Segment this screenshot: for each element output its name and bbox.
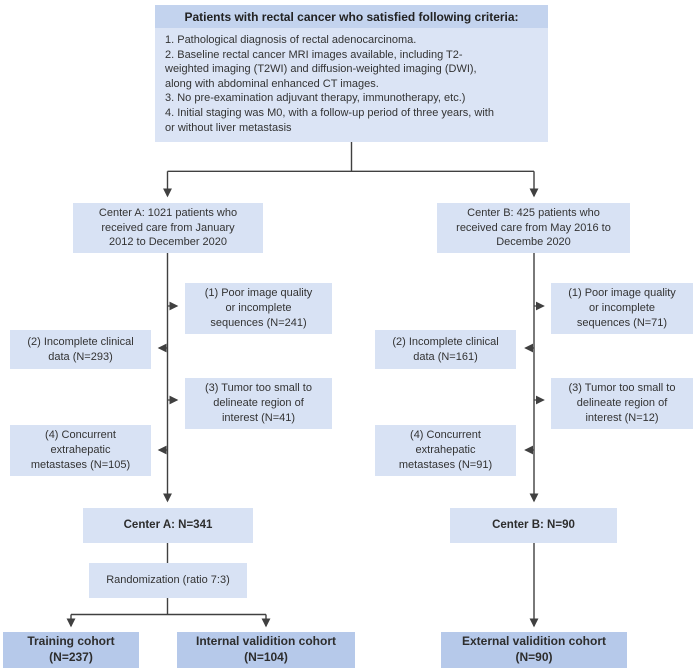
- training-cohort-n: (N=237): [49, 650, 93, 664]
- external-validation-cohort-n: (N=90): [515, 650, 553, 664]
- external-validation-cohort-label: External validition cohort: [461, 634, 607, 649]
- center-a-total-box: Center A: N=341: [83, 508, 253, 543]
- center-b-exclusion-1-box: (1) Poor image quality or incomplete seq…: [551, 283, 693, 334]
- center-a-exclusion-4-box: (4) Concurrent extrahepatic metastases (…: [10, 425, 151, 476]
- internal-validation-cohort-box: Internal validition cohort (N=104): [177, 632, 355, 668]
- center-a-exclusion-3-box: (3) Tumor too small to delineate region …: [185, 378, 332, 429]
- criterion-3: 3. No pre-examination adjuvant therapy, …: [165, 92, 466, 105]
- criterion-2: 2. Baseline rectal cancer MRI images ava…: [165, 48, 477, 90]
- center-b-exclusion-2-box: (2) Incomplete clinical data (N=161): [375, 330, 516, 369]
- inclusion-criteria-box: Patients with rectal cancer who satisfie…: [155, 5, 548, 143]
- internal-validation-cohort-label: Internal validition cohort: [195, 634, 336, 649]
- center-b-exclusion-3-box: (3) Tumor too small to delineate region …: [551, 378, 693, 429]
- criterion-1: 1. Pathological diagnosis of rectal aden…: [165, 34, 417, 46]
- external-validation-cohort-box: External validition cohort (N=90): [441, 632, 627, 668]
- center-b-exclusion-4-box: (4) Concurrent extrahepatic metastases (…: [375, 425, 516, 476]
- center-b-total-box: Center B: N=90: [450, 508, 617, 543]
- internal-validation-cohort-n: (N=104): [244, 650, 288, 664]
- randomization-box: Randomization (ratio 7:3): [89, 563, 247, 598]
- inclusion-criteria-body: 1. Pathological diagnosis of rectal aden…: [155, 28, 548, 143]
- center-a-exclusion-2-box: (2) Incomplete clinical data (N=293): [10, 330, 151, 369]
- inclusion-criteria-header: Patients with rectal cancer who satisfie…: [155, 5, 548, 28]
- center-a-exclusion-1-box: (1) Poor image quality or incomplete seq…: [185, 283, 332, 334]
- training-cohort-box: Training cohort (N=237): [3, 632, 139, 668]
- criterion-4: 4. Initial staging was M0, with a follow…: [165, 106, 494, 134]
- center-b-intake-box: Center B: 425 patients who received care…: [437, 203, 630, 253]
- training-cohort-label: Training cohort: [27, 634, 115, 649]
- center-a-intake-box: Center A: 1021 patients who received car…: [73, 203, 263, 253]
